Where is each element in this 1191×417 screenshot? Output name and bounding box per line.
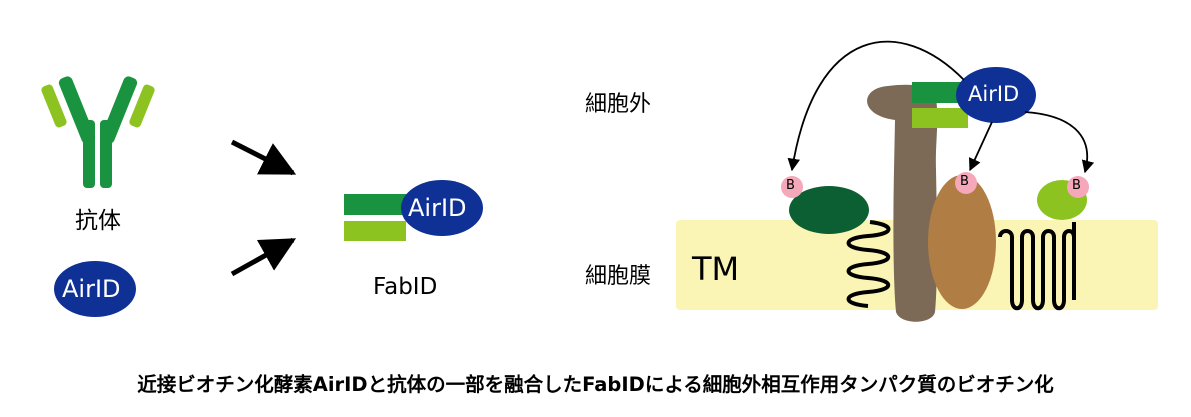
label-extracellular: 細胞外	[585, 92, 652, 117]
transmembrane-coil-left	[846, 220, 891, 308]
label-antibody: 抗体	[75, 208, 121, 234]
arrow-biotin-right	[1024, 111, 1095, 174]
biotin-tag-right	[1067, 176, 1089, 198]
arrow-airid-to-fabid	[230, 237, 297, 277]
label-fabid: FabID	[373, 274, 438, 300]
biotin-tag-middle	[955, 172, 977, 194]
arrow-biotin-left	[787, 40, 965, 172]
antibody-icon	[41, 76, 155, 188]
biotin-label-left: B	[786, 178, 795, 193]
biotin-label-middle: B	[960, 174, 969, 189]
receptor-protein	[867, 84, 938, 322]
protein-dark-green	[789, 186, 869, 234]
label-tm: TM	[692, 250, 740, 288]
fabid-molecule	[344, 180, 483, 241]
figure-caption: 近接ビオチン化酵素AirIDと抗体の一部を融合したFabIDによる細胞外相互作用…	[137, 373, 1054, 396]
protein-brown-oval	[928, 175, 996, 309]
bound-fabid	[912, 67, 1036, 128]
arrow-antibody-to-fabid	[230, 139, 297, 176]
label-membrane: 細胞膜	[585, 264, 652, 289]
biotin-label-right: B	[1072, 178, 1081, 193]
airid-enzyme	[54, 261, 136, 317]
arrow-biotin-middle	[968, 121, 993, 172]
label-bound-airid: AirID	[968, 82, 1020, 106]
biotin-tag-left	[781, 176, 803, 198]
transmembrane-coil-right	[998, 229, 1076, 311]
label-airid: AirID	[62, 275, 121, 303]
label-fabid-airid: AirID	[408, 194, 467, 222]
